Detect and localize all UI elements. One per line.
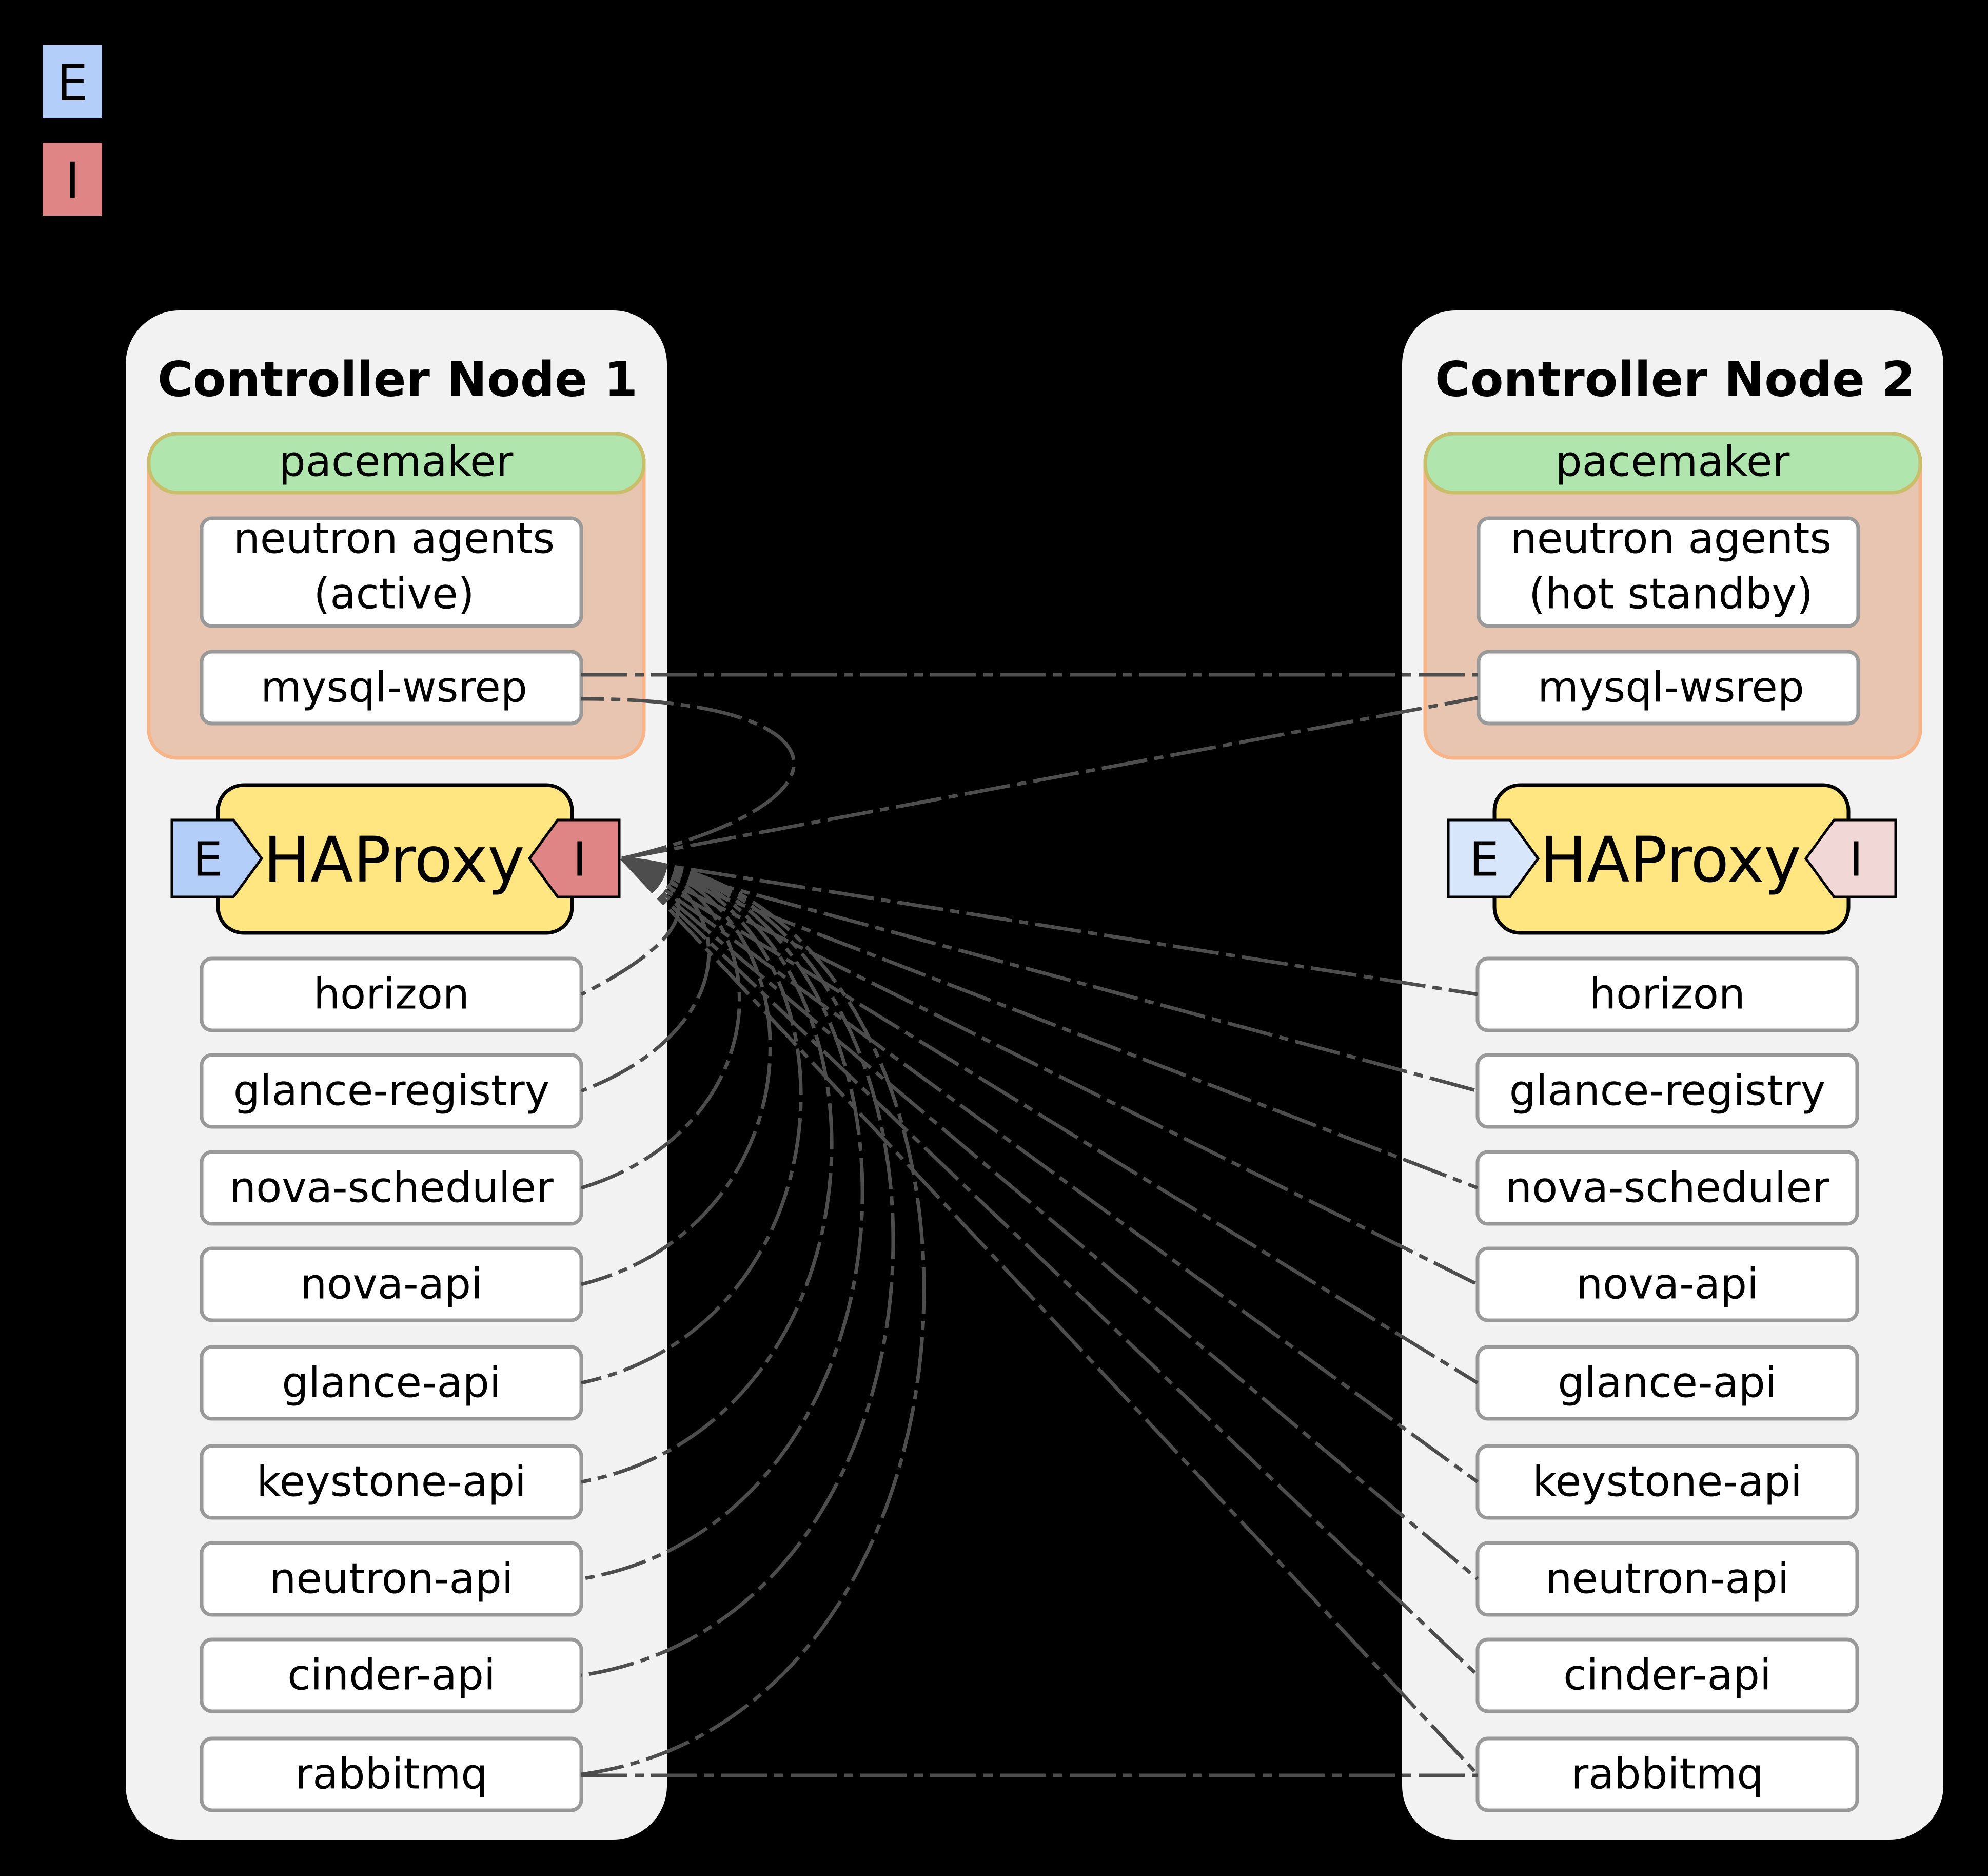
connection-links xyxy=(580,673,1479,1777)
node-2-service-box-cinder-api xyxy=(1475,1637,1859,1713)
legend: E I xyxy=(43,45,102,216)
node-2-neutron-agents-line-1: neutron agents xyxy=(1510,515,1832,563)
node-2-i-label: I xyxy=(1849,832,1863,887)
node-1-e-label: E xyxy=(193,832,223,887)
node-1-neutron-agents-line-2: (active) xyxy=(313,570,474,619)
link-haproxy-to-node-1-neutron-api xyxy=(581,856,864,1581)
node-1-e-port xyxy=(170,818,264,898)
node-2-service-label-neutron-api: neutron-api xyxy=(1545,1555,1789,1604)
legend-e-swatch xyxy=(43,45,102,118)
node-1-service-label-cinder-api: cinder-api xyxy=(287,1651,495,1700)
node-2-neutron-agents-line-2: (hot standby) xyxy=(1529,570,1813,619)
node-1-service-label-nova-api: nova-api xyxy=(300,1260,483,1309)
node-1-pacemaker-header xyxy=(147,432,646,495)
link-haproxy-to-node-1-cinder-api xyxy=(581,856,895,1677)
node-2-service-label-glance-api: glance-api xyxy=(1558,1359,1777,1408)
link-haproxy-to-node-2-cinder-api xyxy=(620,857,1479,1677)
node-2-services: horizon glance-registry nova-scheduler nova… xyxy=(1475,956,1859,1812)
node-1-pacemaker-label: pacemaker xyxy=(279,438,514,486)
node-2-e-port xyxy=(1447,818,1540,898)
link-haproxy-to-node-2-keystone-api xyxy=(620,857,1479,1483)
node-2-service-label-nova-scheduler: nova-scheduler xyxy=(1505,1164,1829,1213)
node-2-service-label-horizon: horizon xyxy=(1589,970,1745,1019)
node-1-service-label-rabbitmq: rabbitmq xyxy=(296,1750,488,1799)
node-2-pacemaker-label: pacemaker xyxy=(1556,438,1790,486)
link-haproxy-to-node-1-glance-api xyxy=(581,856,803,1385)
link-haproxy-to-node-2-nova-scheduler xyxy=(621,856,1479,1190)
node-1-haproxy-label: HAProxy xyxy=(263,824,524,896)
node-1-service-label-keystone-api: keystone-api xyxy=(257,1458,526,1507)
node-1-service-label-nova-scheduler: nova-scheduler xyxy=(229,1164,554,1213)
node-1-pacemaker-group: pacemaker neutron agents (active) mysql-… xyxy=(147,432,646,760)
node-1-service-label-glance-registry: glance-registry xyxy=(233,1067,549,1116)
node-2-haproxy-label: HAProxy xyxy=(1540,824,1801,896)
node-2-service-box-glance-registry xyxy=(1475,1053,1859,1129)
node-1-mysql-box xyxy=(200,650,583,726)
link-haproxy-to-node-1-keystone-api xyxy=(581,856,834,1484)
node-1-i-label: I xyxy=(573,832,586,887)
node-2-neutron-agents-box xyxy=(1477,516,1860,628)
node-2-service-label-glance-registry: glance-registry xyxy=(1509,1067,1825,1116)
link-haproxy-to-node-2-neutron-api xyxy=(620,857,1479,1580)
node-2-i-port xyxy=(1804,818,1897,898)
node-1-haproxy: HAProxy E I xyxy=(170,783,621,935)
node-2-service-label-rabbitmq: rabbitmq xyxy=(1571,1750,1764,1799)
link-haproxy-to-node-1-rabbitmq xyxy=(581,856,926,1776)
link-haproxy-to-node-2-mysql-wsrep xyxy=(621,696,1478,861)
controller-node-1: Controller Node 1 pacemaker neutron agen… xyxy=(126,310,667,1840)
node-1-neutron-agents-line-1: neutron agents xyxy=(233,515,555,563)
legend-i-swatch xyxy=(43,143,102,216)
node-2-service-label-cinder-api: cinder-api xyxy=(1563,1651,1771,1700)
link-haproxy-to-node-2-glance-api xyxy=(621,857,1479,1384)
link-haproxy-to-node-1-mysql-wsrep xyxy=(581,697,796,861)
node-1-service-label-glance-api: glance-api xyxy=(282,1359,501,1408)
node-2-service-box-nova-api xyxy=(1475,1246,1859,1322)
link-haproxy-to-node-2-glance-registry xyxy=(621,856,1478,1093)
node-2-mysql-label: mysql-wsrep xyxy=(1538,663,1804,712)
node-2-haproxy: HAProxy E I xyxy=(1447,783,1897,935)
node-1-service-label-neutron-api: neutron-api xyxy=(269,1555,513,1604)
node-2-pacemaker-header xyxy=(1423,432,1922,495)
node-1-service-label-horizon: horizon xyxy=(313,970,469,1019)
node-2-pacemaker-group: pacemaker neutron agents (hot standby) m… xyxy=(1423,432,1922,760)
link-haproxy-to-node-1-glance-registry xyxy=(580,856,711,1093)
legend-e-letter: E xyxy=(57,54,88,112)
node-2-e-label: E xyxy=(1469,832,1499,887)
node-1-title: Controller Node 1 xyxy=(158,352,638,408)
node-2-service-label-nova-api: nova-api xyxy=(1576,1260,1759,1309)
link-haproxy-to-node-2-nova-api xyxy=(621,856,1479,1286)
link-haproxy-to-node-1-nova-scheduler xyxy=(580,856,741,1190)
node-1-service-box-neutron-api xyxy=(200,1541,583,1617)
node-1-neutron-agents-box xyxy=(200,516,583,628)
node-2-title: Controller Node 2 xyxy=(1435,352,1915,408)
node-1-mysql-label: mysql-wsrep xyxy=(261,663,527,712)
link-haproxy-to-node-1-nova-api xyxy=(581,856,772,1286)
legend-i-letter: I xyxy=(65,152,80,209)
node-2-mysql-box xyxy=(1477,650,1860,726)
node-1-services: horizon glance-registry nova-scheduler nova… xyxy=(200,956,583,1812)
controller-node-2: Controller Node 2 pacemaker neutron agen… xyxy=(1402,310,1943,1840)
node-1-i-port xyxy=(527,818,621,898)
link-haproxy-to-node-2-horizon xyxy=(621,856,1478,996)
node-2-service-label-keystone-api: keystone-api xyxy=(1532,1458,1802,1507)
